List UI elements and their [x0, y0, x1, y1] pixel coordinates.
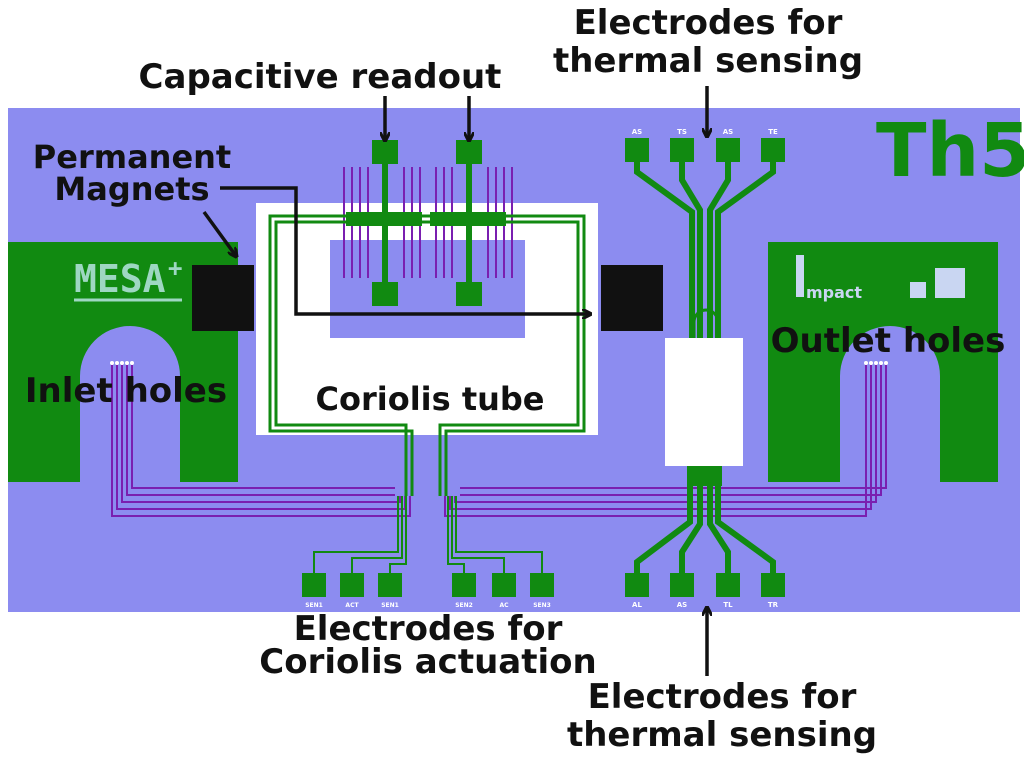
pad-label-top-1: AS [632, 128, 642, 136]
pad-label-bottom-2: AS [677, 601, 687, 609]
pad-label-bottom-4: TR [768, 601, 779, 609]
actuation-label-line2: Coriolis actuation [259, 642, 596, 682]
actuation-label-line1: Electrodes for [294, 609, 563, 649]
actuation-traces [313, 496, 543, 574]
permanent-magnets-label-line1: Permanent [33, 138, 231, 176]
left-permanent-magnet [192, 265, 254, 331]
coriolis-frame-opening [256, 203, 598, 435]
thermal-traces-top [634, 160, 776, 338]
actuation-pads [302, 573, 554, 597]
pad-label-top-4: TE [768, 128, 778, 136]
act-pad-label-6: SEN3 [533, 602, 551, 609]
act-pad-label-1: SEN1 [305, 602, 323, 609]
capacitive-readout-label: Capacitive readout [139, 57, 502, 97]
outlet-hole-dots [864, 361, 888, 365]
chip-id-label: Th5 [876, 108, 1024, 194]
thermal-pads-top [625, 138, 785, 162]
thermal-traces-bottom [634, 466, 776, 574]
pad-label-bottom-3: TL [723, 601, 733, 609]
pad-label-bottom-1: AL [632, 601, 642, 609]
inlet-hole-dots [110, 361, 134, 365]
coriolis-tube-label: Coriolis tube [315, 380, 544, 418]
svg-text:mpact: mpact [806, 283, 862, 302]
thermal-pads-bottom [625, 573, 785, 597]
thermal-trace-bridge [688, 466, 722, 486]
thermal-top-label-line1: Electrodes for [574, 3, 843, 43]
act-pad-label-2: ACT [345, 602, 359, 609]
sensor-window [665, 338, 743, 466]
act-pad-label-4: SEN2 [455, 602, 473, 609]
thermal-bottom-label-line1: Electrodes for [588, 677, 857, 717]
pad-label-top-2: TS [677, 128, 687, 136]
thermal-bottom-label-line2: thermal sensing [567, 715, 877, 755]
outlet-block [768, 242, 998, 482]
mesa-logo: MESA [74, 257, 166, 301]
capacitive-readout-electrodes [346, 140, 506, 306]
act-pad-label-3: SEN1 [381, 602, 399, 609]
thermal-top-label-line2: thermal sensing [553, 41, 863, 81]
annotation-arrows [202, 86, 707, 676]
right-permanent-magnet [601, 265, 663, 331]
permanent-magnets-label-line2: Magnets [54, 170, 209, 208]
act-pad-label-5: AC [499, 602, 509, 609]
outlet-holes-label: Outlet holes [771, 321, 1006, 361]
coriolis-tube [268, 214, 586, 496]
inlet-holes-label: Inlet holes [25, 371, 227, 411]
pad-label-top-3: AS [723, 128, 733, 136]
mesa-logo-plus: + [168, 254, 182, 282]
thermal-sensor-loop [692, 308, 720, 338]
impact-logo: mpact [796, 255, 965, 302]
inlet-block [8, 242, 238, 482]
